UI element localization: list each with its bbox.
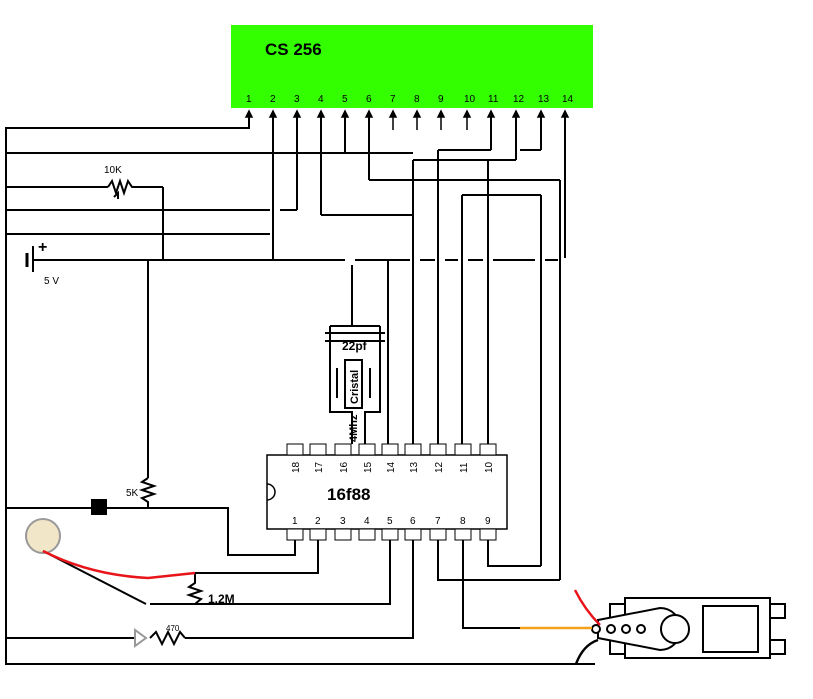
pot-label: 10K <box>104 165 122 176</box>
crystal-name-label: Cristal <box>349 370 361 404</box>
pic-bottom-pin <box>429 528 447 541</box>
lcd-pin-label: 3 <box>294 94 300 105</box>
pic-bottom-pin-label: 9 <box>485 516 491 527</box>
crystal-freq-label: 4Mhz <box>348 414 360 442</box>
pic-top-pin-label: 10 <box>484 461 495 473</box>
lcd-pin-arrow <box>244 109 254 118</box>
lcd-pin-label: 11 <box>488 94 499 105</box>
pic-bottom-pin <box>286 528 304 541</box>
lcd-module <box>231 25 593 108</box>
lcd-pin-arrow <box>436 109 446 118</box>
wire-pic6 <box>185 540 414 639</box>
wire-pic5 <box>150 540 391 605</box>
lcd-pin-label: 12 <box>513 94 525 105</box>
pic-bottom-pin <box>404 528 422 541</box>
led-diode <box>134 628 148 648</box>
piezo-res <box>185 573 205 605</box>
piezo-res-label: 1.2M <box>208 592 235 606</box>
lcd-pin-arrow <box>268 109 278 118</box>
pic-bottom-pin <box>479 528 497 541</box>
lcd-pin-label: 6 <box>366 94 372 105</box>
lcd-pin-arrow <box>486 109 496 118</box>
black-wire-servo <box>574 638 599 665</box>
pic-top-pin-label: 12 <box>434 461 445 473</box>
pic-bottom-pin <box>358 528 376 541</box>
pic-name: 16f88 <box>327 485 370 504</box>
lcd-pin-label: 2 <box>270 94 276 105</box>
pic-top-pin <box>286 443 304 456</box>
lcd-pin-arrow <box>292 109 302 118</box>
pic-notch <box>266 483 276 501</box>
lcd-pin-arrow <box>316 109 326 118</box>
pic-bottom-pin <box>381 528 399 541</box>
led-resistor <box>149 629 186 647</box>
pic-bottom-pin <box>309 528 327 541</box>
lcd-pin-arrow <box>364 109 374 118</box>
lcd-pin-label: 9 <box>438 94 444 105</box>
red-wire-servo <box>573 589 601 626</box>
pic-bottom-pin <box>454 528 472 541</box>
lcd-pin-arrow <box>462 109 472 118</box>
pic-top-pin <box>334 443 352 456</box>
pic-top-pin <box>309 443 327 456</box>
pic-top-pin <box>381 443 399 456</box>
lcd-pin-arrow <box>340 109 350 118</box>
lcd-pin-arrow <box>388 109 398 118</box>
wire-pic2 <box>195 540 319 574</box>
lcd-title: CS 256 <box>265 40 322 59</box>
pullup-label: 5K <box>126 488 139 499</box>
pic-bottom-pin-label: 6 <box>410 516 416 527</box>
pic-top-pin <box>454 443 472 456</box>
lcd-pin-label: 10 <box>464 94 476 105</box>
red-wire-piezo <box>42 549 196 580</box>
pic-bottom-pin-label: 3 <box>340 516 346 527</box>
led-res-label: 470 <box>166 624 180 633</box>
wire-lcd1-gnd <box>5 111 595 665</box>
pic-bottom-pin-label: 1 <box>292 516 298 527</box>
pot-resistor <box>107 177 140 197</box>
lcd-pin-label: 1 <box>246 94 252 105</box>
lcd-pin-arrow <box>536 109 546 118</box>
supply-label: 5 V <box>44 276 59 287</box>
lcd-pin-arrow <box>511 109 521 118</box>
pic-top-pin <box>479 443 497 456</box>
pic-top-pin-label: 16 <box>339 461 350 473</box>
capacitor-label: 22pf <box>342 339 368 353</box>
piezo-disc <box>25 518 61 554</box>
battery-plus-label: + <box>38 239 47 256</box>
pic-top-pin-label: 11 <box>459 462 470 473</box>
pot-wiper <box>113 190 119 199</box>
pic-bottom-pin <box>334 528 352 541</box>
lcd-pin-label: 5 <box>342 94 348 105</box>
pic-bottom-pin-label: 7 <box>435 516 441 527</box>
lcd-pin-label: 13 <box>538 94 550 105</box>
pic-bottom-pin-label: 5 <box>387 516 393 527</box>
wire-pic7 <box>437 540 560 581</box>
lcd-pin-arrow <box>560 109 570 118</box>
pic-bottom-pin-label: 8 <box>460 516 466 527</box>
lcd-pin-label: 14 <box>562 94 574 105</box>
lcd-pin-label: 7 <box>390 94 396 105</box>
wire-pic1 <box>150 507 296 556</box>
lcd-pin-label: 4 <box>318 94 324 105</box>
pic-top-pin-label: 14 <box>386 461 397 473</box>
pic-top-pin <box>429 443 447 456</box>
lcd-pin-arrow <box>412 109 422 118</box>
wire-pic9 <box>487 540 541 567</box>
pic-top-pin-label: 13 <box>409 461 420 473</box>
push-switch <box>91 499 107 515</box>
pic-top-pin <box>404 443 422 456</box>
lcd-pin-label: 8 <box>414 94 420 105</box>
crystal-body <box>344 359 363 409</box>
pic-top-pin <box>358 443 376 456</box>
pic-top-pin-label: 15 <box>363 461 374 473</box>
pic-top-pin-label: 18 <box>291 461 302 473</box>
pullup-resistor <box>138 477 158 508</box>
pic-bottom-pin-label: 4 <box>364 516 370 527</box>
wire-pic8 <box>462 540 520 629</box>
pic-bottom-pin-label: 2 <box>315 516 321 527</box>
pic-top-pin-label: 17 <box>314 461 325 473</box>
